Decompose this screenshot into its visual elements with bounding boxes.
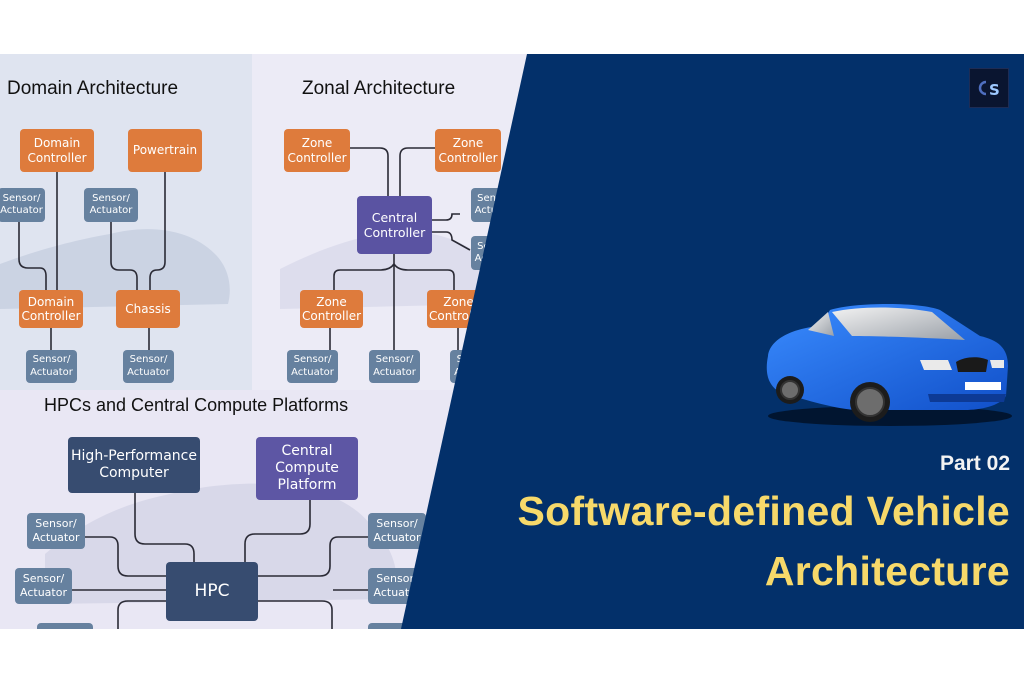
sensor-actuator-box-partial [368, 623, 424, 629]
sensor-actuator-box: Sensor/ Actuator [84, 188, 138, 222]
sensor-actuator-box-partial [37, 623, 93, 629]
sensor-actuator-box: Sensor/ Actuator [368, 513, 426, 549]
part-number: Part 02 [939, 452, 1010, 475]
hpc-heading: HPCs and Central Compute Platforms [44, 395, 349, 415]
high-performance-computer-box: High-Performance Computer [68, 437, 200, 493]
sensor-actuator-box: Sensor/ Actuator [287, 350, 338, 383]
central-compute-platform-box: Central Compute Platform [256, 437, 358, 500]
zone-controller-box: Zone Controller [435, 129, 501, 172]
hpc-car-silhouette [45, 483, 397, 604]
zonal-architecture-heading: Zonal Architecture [302, 78, 456, 99]
sensor-actuator-box: Sensor/ Actuator [0, 188, 45, 222]
powertrain-box: Powertrain [128, 129, 202, 172]
zonal-car-silhouette [280, 231, 490, 309]
domain-controller-top-box: Domain Controller [20, 129, 94, 172]
sensor-actuator-box: Sensor/ Actuator [369, 350, 420, 383]
zone-controller-box: Zone Controller [300, 290, 363, 328]
domain-architecture-heading: Domain Architecture [7, 78, 179, 99]
sensor-actuator-box: Sensor/ Actuator [15, 568, 72, 604]
zone-controller-box: Zone Controller [284, 129, 350, 172]
svg-text:S: S [989, 81, 1000, 99]
logo-icon: S [978, 80, 1000, 99]
thumbnail-canvas: Domain Architecture Domain Controller Po… [0, 54, 1024, 629]
hpc-box: HPC [166, 562, 258, 621]
channel-logo: S [969, 68, 1009, 108]
domain-section-background [0, 54, 252, 390]
chassis-box: Chassis [116, 290, 180, 328]
title-line-2: Architecture [764, 548, 1010, 594]
domain-controller-bottom-box: Domain Controller [19, 290, 83, 328]
sensor-actuator-box: Sensor/ Actuator [26, 350, 77, 383]
central-controller-box: Central Controller [357, 196, 432, 254]
sensor-actuator-box: Sensor/ Actuator [27, 513, 85, 549]
sensor-actuator-box: Sensor/ Actuator [123, 350, 174, 383]
connector-lines [18, 147, 471, 629]
blue-car-illustration [766, 304, 1012, 426]
title-line-1: Software-defined Vehicle [517, 488, 1010, 534]
